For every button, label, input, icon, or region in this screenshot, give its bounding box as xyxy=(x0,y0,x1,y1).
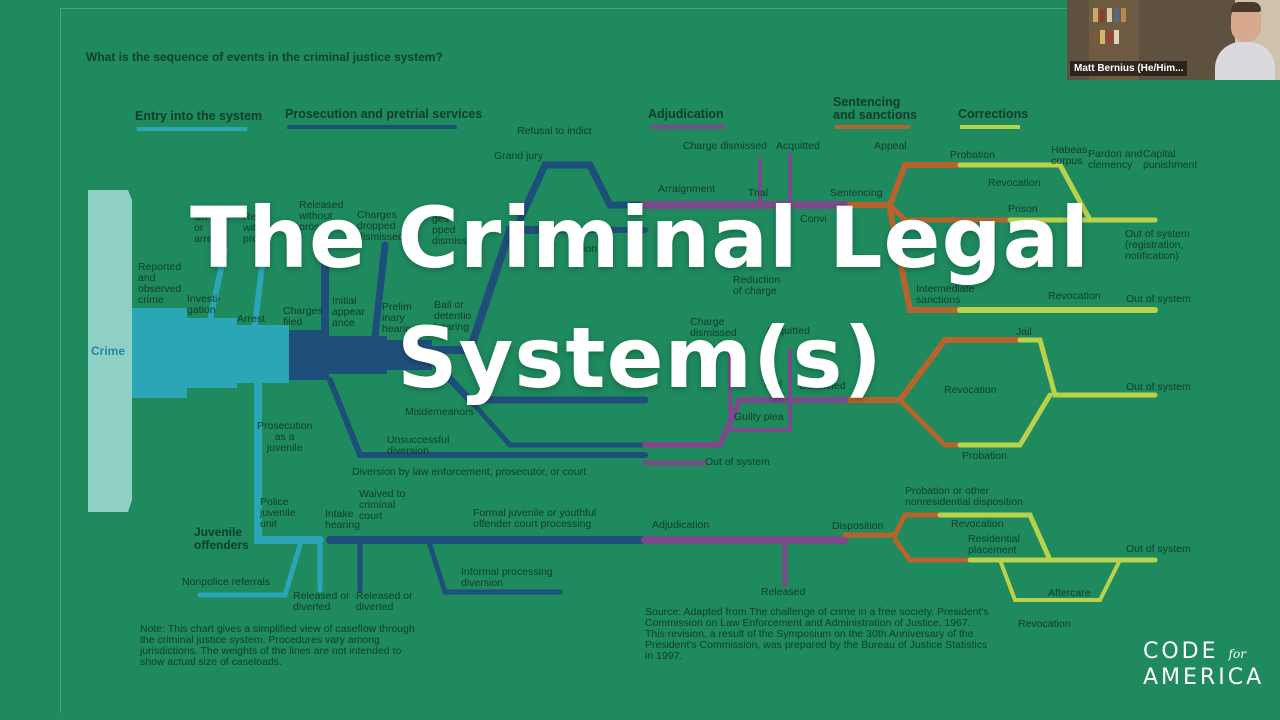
stage-corrections-bar xyxy=(960,125,1020,129)
label-aftercare: Aftercare xyxy=(1048,588,1091,599)
presenter-hair xyxy=(1231,2,1261,12)
label-residential-placement: Residential placement xyxy=(968,534,1020,556)
label-released: Released xyxy=(761,587,805,598)
logo-for: for xyxy=(1229,647,1246,661)
presenter-name-label: Matt Bernius (He/Him... xyxy=(1070,61,1187,76)
presenter-body xyxy=(1215,42,1275,80)
stage-sentencing-label: Sentencing and sanctions xyxy=(833,96,917,122)
label-probation: Probation xyxy=(950,150,995,161)
webcam-video-tile[interactable]: Matt Bernius (He/Him... xyxy=(1067,0,1280,80)
stage-adjudication-label: Adjudication xyxy=(648,108,724,121)
label-waived: Waived to criminal court xyxy=(359,489,405,522)
stage-sentencing-bar xyxy=(835,125,910,129)
chart-note: Note: This chart gives a simplified view… xyxy=(140,624,420,668)
label-acquitted: Acquitted xyxy=(776,141,820,152)
label-juvenile-offenders: Juvenile offenders xyxy=(194,526,249,552)
stage-prosecution-bar xyxy=(287,125,457,129)
label-probation-2: Probation xyxy=(962,451,1007,462)
label-pardon: Pardon and clemency xyxy=(1088,149,1142,171)
label-habeas-corpus: Habeas corpus xyxy=(1051,145,1087,167)
label-unsuccessful-diversion: Unsuccessful diversion xyxy=(387,435,449,457)
stage-entry-label: Entry into the system xyxy=(135,110,262,123)
label-formal-juvenile: Formal juvenile or youthful offender cou… xyxy=(473,508,596,530)
label-out-of-system-4: Out of system xyxy=(1126,544,1191,555)
label-diversion: Diversion by law enforcement, prosecutor… xyxy=(352,467,586,478)
label-police-juvenile-unit: Police juvenile unit xyxy=(260,497,296,530)
chart-question: What is the sequence of events in the cr… xyxy=(86,52,443,63)
slide-title-line-2: System(s) xyxy=(0,298,1280,418)
label-nonpolice-referrals: Nonpolice referrals xyxy=(182,577,270,588)
logo-america: AMERICA xyxy=(1143,666,1264,690)
stage-prosecution-label: Prosecution and pretrial services xyxy=(285,108,482,121)
label-appeal: Appeal xyxy=(874,141,907,152)
label-prosecution-as-juvenile: Prosecution as a juvenile xyxy=(257,421,312,454)
label-grand-jury: Grand jury xyxy=(494,151,543,162)
label-informal-processing: Informal processing diversion xyxy=(461,567,553,589)
label-refusal-to-indict: Refusal to indict xyxy=(517,126,592,137)
label-adjudication: Adjudication xyxy=(652,520,709,531)
label-charge-dismissed: Charge dismissed xyxy=(683,141,767,152)
label-capital-punishment: Capital punishment xyxy=(1143,149,1197,171)
slide-title-line-1: The Criminal Legal xyxy=(0,178,1280,298)
label-released-or-diverted-2: Released or diverted xyxy=(356,591,413,613)
label-out-of-system-3: Out of system xyxy=(705,457,770,468)
logo-code: CODE xyxy=(1143,639,1219,664)
label-probation-or-other: Probation or other nonresidential dispos… xyxy=(905,486,1023,508)
chart-source: Source: Adapted from The challenge of cr… xyxy=(645,607,990,662)
stage-corrections-label: Corrections xyxy=(958,108,1028,121)
slide-title: The Criminal Legal System(s) xyxy=(0,178,1280,418)
code-for-america-logo: CODE for AMERICA xyxy=(1143,640,1264,690)
label-disposition: Disposition xyxy=(832,521,883,532)
label-intake-hearing: Intake hearing xyxy=(325,509,360,531)
label-revocation-4: Revocation xyxy=(951,519,1004,530)
stage-adjudication-bar xyxy=(650,125,725,129)
label-released-or-diverted-1: Released or diverted xyxy=(293,591,350,613)
label-revocation-5: Revocation xyxy=(1018,619,1071,630)
stage-entry-bar xyxy=(137,127,247,131)
